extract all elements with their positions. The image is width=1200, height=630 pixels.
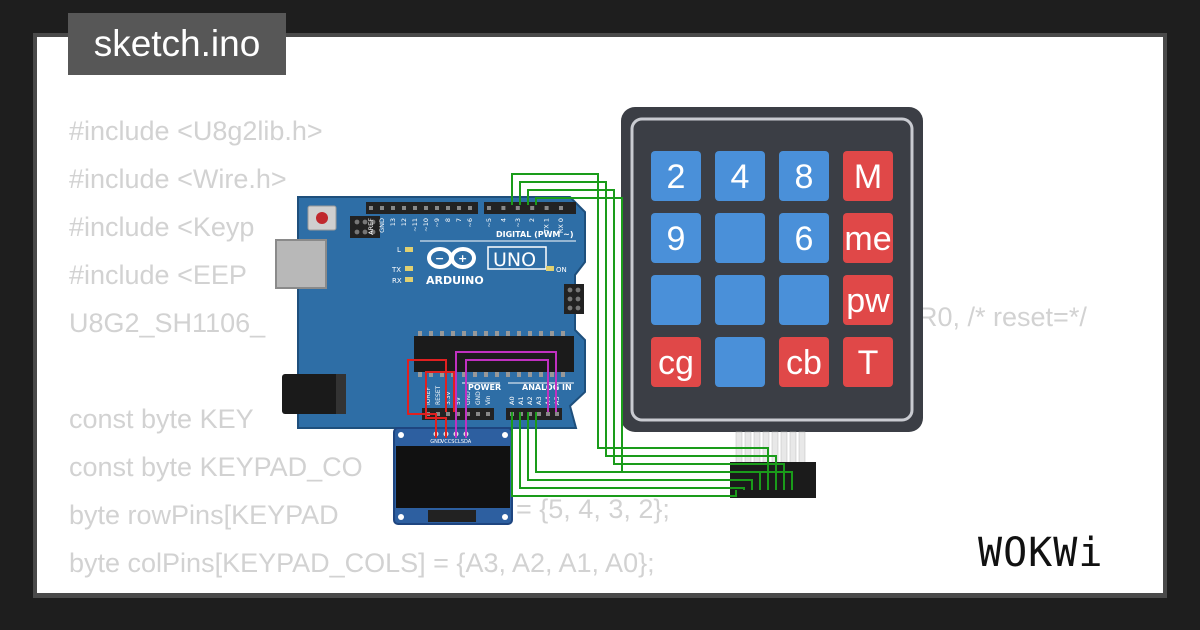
oled-pin-label: GND — [430, 439, 442, 445]
led-tx-label: TX — [391, 266, 401, 274]
digital-pin-label: ~11 — [411, 218, 419, 232]
code-line: byte colPins[KEYPAD_COLS] = {A3, A2, A1,… — [69, 548, 655, 578]
digital-pin-label: AREF — [367, 218, 375, 235]
code-fragment-rowpins: = {5, 4, 3, 2}; — [516, 494, 670, 524]
wokwi-logo: WOKWi — [978, 530, 1103, 576]
code-line: U8G2_SH1106_ — [69, 308, 266, 338]
digital-pin-label: ~9 — [433, 218, 441, 228]
keypad-key[interactable] — [779, 275, 829, 325]
digital-pin-label: ~10 — [422, 218, 430, 232]
reset-button-cap[interactable] — [316, 212, 328, 224]
keypad-key[interactable] — [651, 213, 701, 263]
file-tab[interactable]: sketch.ino — [68, 13, 286, 75]
keypad-key[interactable] — [715, 337, 765, 387]
keypad-key[interactable] — [651, 151, 701, 201]
keypad-key-label: pw — [846, 282, 890, 320]
code-line: const byte KEYPAD_CO — [69, 452, 363, 482]
oled-screen — [396, 446, 510, 508]
digital-pin-label: RX 0 — [557, 218, 565, 233]
keypad-key[interactable] — [779, 337, 829, 387]
svg-text:+: + — [458, 252, 467, 265]
code-line: #include <EEP — [69, 260, 247, 290]
digital-pin-label: 13 — [389, 218, 397, 226]
keypad-key-label: 9 — [667, 220, 686, 258]
power-pin-label: RESET — [435, 385, 442, 405]
analog-pin-label: A0 — [508, 396, 516, 405]
keypad-key-label: 6 — [795, 220, 814, 258]
digital-pin-label: 7 — [455, 218, 463, 222]
digital-pin-label: 12 — [400, 218, 408, 226]
analog-header — [506, 408, 562, 420]
board-brand-label: ARDUINO — [426, 274, 484, 287]
keypad-key[interactable] — [715, 275, 765, 325]
digital-header-left — [366, 202, 478, 214]
code-line: const byte KEY — [69, 404, 254, 434]
wokwi-logo-text: WOKWi — [978, 530, 1103, 576]
keypad-key-label: T — [858, 344, 879, 382]
analog-pin-label: A1 — [517, 396, 525, 405]
keypad-key[interactable] — [843, 337, 893, 387]
keypad-key[interactable] — [651, 337, 701, 387]
analog-pin-label: A3 — [535, 396, 543, 405]
atmega-chip — [414, 336, 574, 372]
keypad-key[interactable] — [779, 151, 829, 201]
keypad-key[interactable] — [651, 275, 701, 325]
digital-pwm-label: DIGITAL (PWM ~) — [496, 230, 574, 239]
digital-header-right — [484, 202, 576, 214]
svg-text:−: − — [435, 252, 444, 265]
keypad-key[interactable] — [843, 213, 893, 263]
arduino-logo-icon — [427, 247, 476, 269]
keypad-key[interactable] — [715, 213, 765, 263]
power-pin-label: GND — [465, 391, 472, 405]
keypad-key-label: 2 — [667, 158, 686, 196]
wires — [407, 173, 793, 497]
analog-pin-label: A2 — [526, 396, 534, 405]
power-jack — [282, 374, 344, 414]
code-line: #include <U8g2lib.h> — [69, 116, 323, 146]
digital-pin-label: TX 1 — [543, 218, 551, 234]
power-pin-label: IOREF — [425, 387, 432, 405]
power-pin-label: Vin — [485, 395, 492, 405]
keypad-key[interactable] — [779, 213, 829, 263]
keypad-key-label: 4 — [731, 158, 750, 196]
code-line: #include <Keyp — [69, 212, 255, 242]
keypad-key[interactable] — [843, 151, 893, 201]
keypad-key-label: M — [854, 158, 882, 196]
digital-pin-label: ~3 — [514, 218, 522, 228]
digital-pin-label: 2 — [528, 218, 536, 222]
digital-pin-label: ~6 — [466, 218, 474, 228]
digital-pin-label: 8 — [444, 218, 452, 222]
digital-pin-label: ~5 — [485, 218, 493, 228]
digital-pin-label: 4 — [499, 218, 507, 222]
keypad-key[interactable] — [843, 275, 893, 325]
code-editor: #include <U8g2lib.h> #include <Wire.h> #in… — [69, 107, 1163, 593]
led-on-label: ON — [556, 266, 567, 274]
usb-port — [275, 239, 327, 289]
led-l-label: L — [397, 246, 401, 254]
power-pin-label: GND — [475, 391, 482, 405]
board-model-label: UNO — [493, 249, 536, 271]
digital-pin-label: GND — [378, 218, 386, 233]
power-pin-label: 3.3V — [445, 390, 452, 405]
keypad-key-label: cg — [658, 344, 694, 382]
membrane-keypad: 2 4 8 M 9 6 me pw cg cb T — [621, 107, 923, 498]
oled-pin-label: VCC — [441, 439, 452, 445]
keypad-key[interactable] — [715, 151, 765, 201]
keypad-key-label: me — [844, 220, 891, 258]
code-line: byte rowPins[KEYPAD — [69, 500, 339, 530]
preview-card: #include <U8g2lib.h> #include <Wire.h> #in… — [37, 37, 1163, 593]
code-line: #include <Wire.h> — [69, 164, 287, 194]
analog-in-label: ANALOG IN — [522, 383, 572, 392]
led-rx-label: RX — [392, 277, 402, 285]
keypad-key-label: cb — [786, 344, 822, 382]
power-pin-label: 5V — [455, 396, 462, 405]
oled-pin-label: SCL — [451, 439, 461, 445]
code-fragment-reset: R0, /* reset=*/ — [918, 302, 1087, 332]
power-label: POWER — [468, 383, 501, 392]
keypad-key-label: 8 — [795, 158, 814, 196]
oled-pin-label: SDA — [461, 439, 472, 445]
